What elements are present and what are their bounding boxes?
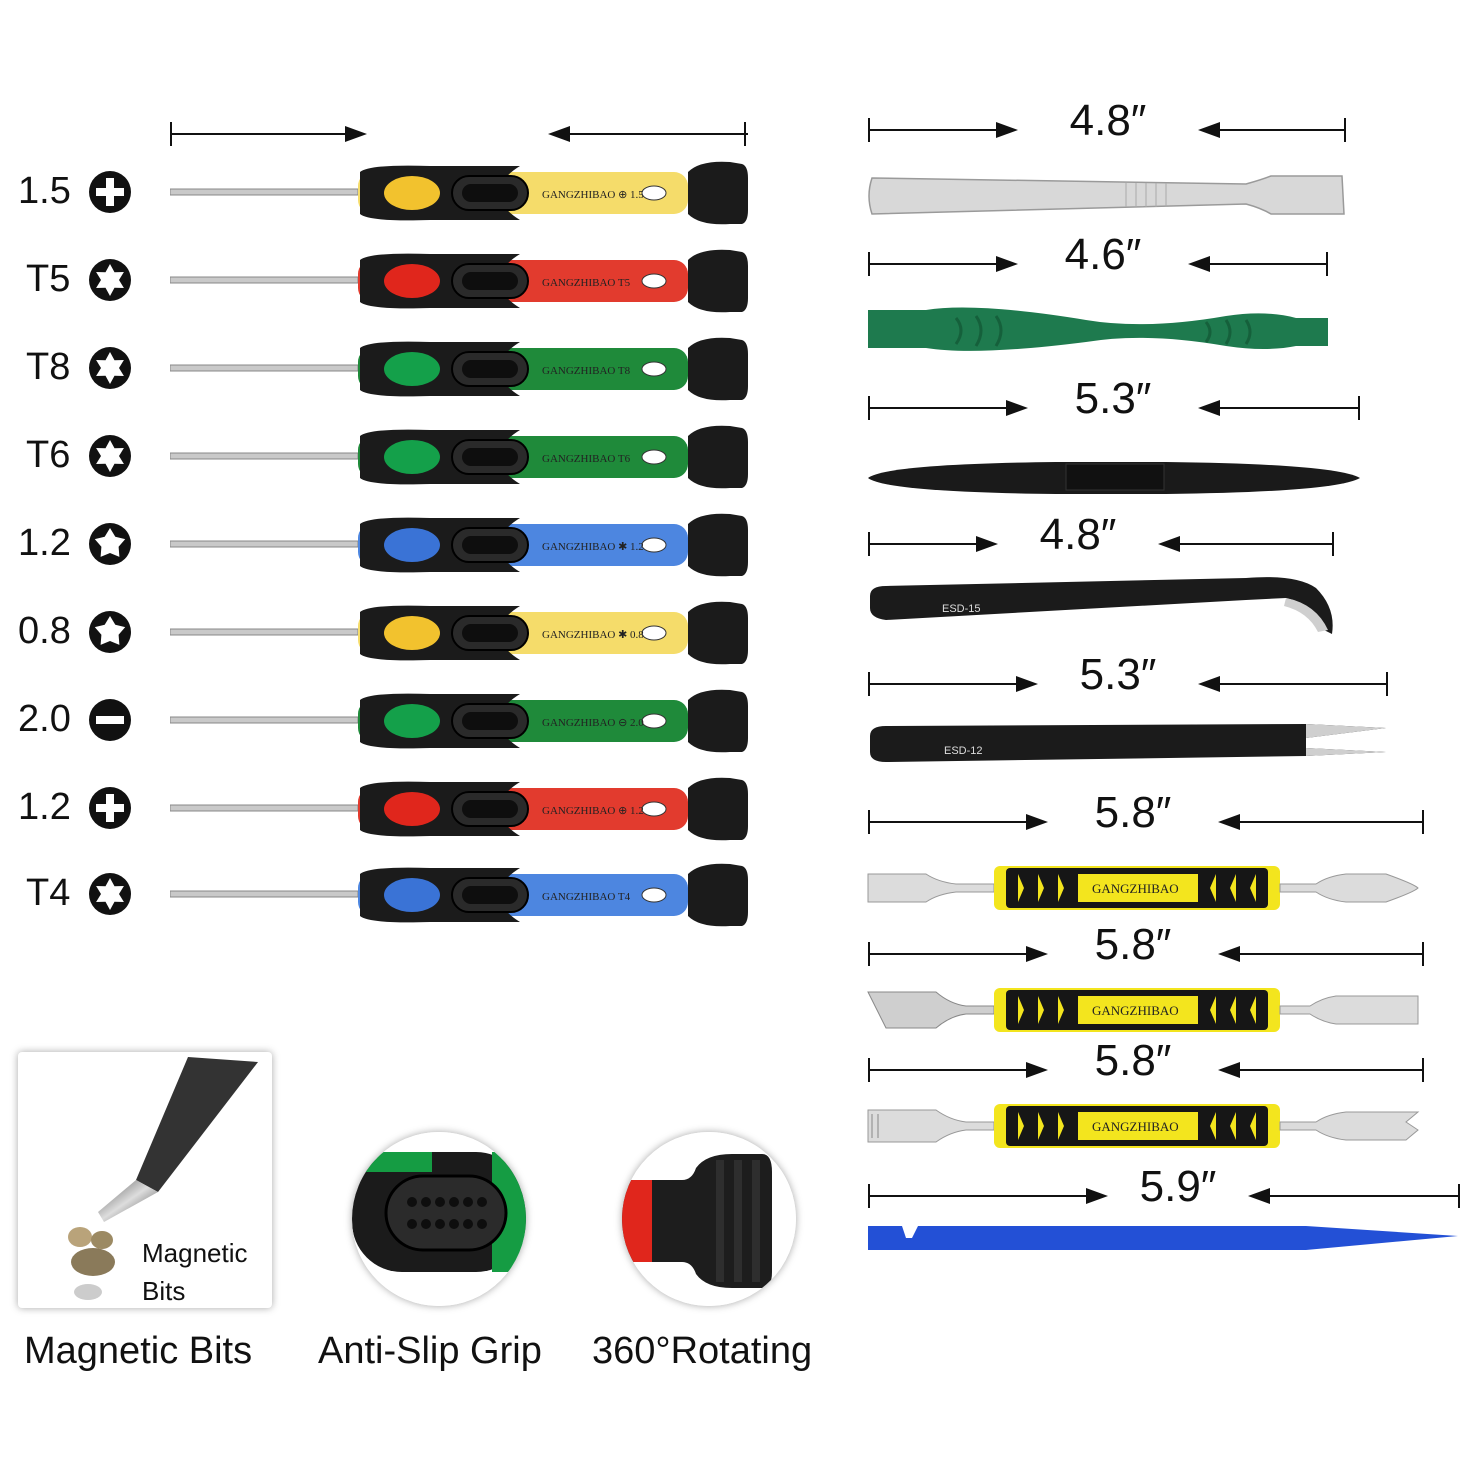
pentalobe-bit-icon (88, 522, 132, 566)
tool-length-measure: 5.8″ (868, 1036, 1424, 1090)
tweezers-marking: ESD-12 (944, 745, 983, 757)
bit-size-label: T4 (26, 872, 71, 914)
slotted-bit-icon (88, 698, 132, 742)
magnetic-inset-line-1: Magnetic (142, 1238, 248, 1268)
bit-size-label: 1.2 (18, 522, 71, 564)
tool-length-measure: 5.3″ (868, 650, 1388, 704)
tool-length-label: 4.8″ (1069, 96, 1147, 145)
metal-spudger (866, 174, 1346, 223)
bit-size-label: T6 (26, 434, 71, 476)
blue-pry-bar (866, 1222, 1462, 1259)
screwdriver-brand-text: GANGZHIBAO ⊕ 1.2 (542, 805, 644, 817)
torx-bit-icon (88, 258, 132, 302)
bit-size-label: T8 (26, 346, 71, 388)
screwdriver: GANGZHIBAO ⊖ 2.0 (169, 686, 750, 756)
bit-size-label: 0.8 (18, 610, 71, 652)
screwdriver: GANGZHIBAO T4 (169, 860, 750, 930)
tool-length-measure: 5.8″ (868, 920, 1424, 974)
rotating-cap-card (622, 1132, 796, 1306)
tool-length-label: 5.8″ (1094, 920, 1172, 969)
anti-slip-grip-card (352, 1132, 526, 1306)
screwdriver-brand-text: GANGZHIBAO T5 (542, 277, 631, 289)
straight-tweezers: ESD-12 (866, 716, 1390, 777)
screwdriver-brand-text: GANGZHIBAO ✱ 0.8 (542, 629, 644, 641)
bit-size-label: T5 (26, 258, 71, 300)
screwdriver: GANGZHIBAO ✱ 0.8 (169, 598, 750, 668)
tool-length-label: 5.8″ (1094, 1036, 1172, 1085)
tool-length-label: 5.8″ (1094, 788, 1172, 837)
screwdriver-brand-text: GANGZHIBAO ⊖ 2.0 (542, 717, 644, 729)
tool-length-measure: 4.6″ (868, 230, 1328, 284)
torx-bit-icon (88, 346, 132, 390)
grip-image (352, 1132, 526, 1306)
caption-360-rotating: 360°Rotating (592, 1330, 813, 1372)
torx-bit-icon (88, 872, 132, 916)
dual-spudger-notched: GANGZHIBAO (866, 1100, 1426, 1157)
phillips-bit-icon (88, 170, 132, 214)
torx-bit-icon (88, 434, 132, 478)
caption-anti-slip-grip: Anti-Slip Grip (318, 1330, 542, 1372)
magnetic-inset-line-2: Bits (142, 1276, 186, 1306)
pentalobe-bit-icon (88, 610, 132, 654)
phillips-bit-icon (88, 786, 132, 830)
bit-size-label: 1.2 (18, 786, 71, 828)
dual-spudger-angled-flat: GANGZHIBAO (866, 984, 1426, 1041)
tool-length-label: 5.9″ (1139, 1162, 1217, 1211)
tool-length-label: 4.6″ (1064, 230, 1142, 279)
curved-tweezers: ESD-15 (866, 568, 1336, 645)
tweezers-marking: ESD-15 (942, 603, 981, 615)
screwdriver: GANGZHIBAO T8 (169, 334, 750, 404)
rotating-cap-image (622, 1132, 796, 1306)
bit-size-label: 1.5 (18, 170, 71, 212)
screwdriver-brand-text: GANGZHIBAO T8 (542, 365, 631, 377)
screwdriver: GANGZHIBAO ⊕ 1.5 (169, 158, 750, 228)
tool-length-measure: 4.8″ (868, 510, 1334, 564)
screwdriver-brand-text: GANGZHIBAO ✱ 1.2 (542, 541, 644, 553)
screwdriver-brand-text: GANGZHIBAO T6 (542, 453, 631, 465)
black-spudger (866, 454, 1362, 507)
green-pry-tool (866, 300, 1330, 361)
screwdriver-brand-text: GANGZHIBAO T4 (542, 891, 631, 903)
caption-magnetic-bits: Magnetic Bits (24, 1330, 253, 1372)
tool-length-label: 5.3″ (1079, 650, 1157, 699)
tool-length-label: 5.3″ (1074, 374, 1152, 423)
tool-length-label: 4.8″ (1039, 510, 1117, 559)
spudger-brand-text: GANGZHIBAO (1092, 1003, 1179, 1018)
screwdriver: GANGZHIBAO ⊕ 1.2 (169, 774, 750, 844)
screwdriver: GANGZHIBAO ✱ 1.2 (169, 510, 750, 580)
tool-length-measure: 5.3″ (868, 374, 1360, 428)
magnetic-bits-card: Magnetic Bits (18, 1052, 272, 1308)
screwdriver: GANGZHIBAO T6 (169, 422, 750, 492)
dual-spudger-flat-round: GANGZHIBAO (866, 862, 1426, 919)
magnetic-bits-image (68, 1057, 258, 1300)
bit-size-label: 2.0 (18, 698, 71, 740)
spudger-brand-text: GANGZHIBAO (1092, 881, 1179, 896)
tool-length-measure: 5.8″ (868, 788, 1424, 842)
spudger-brand-text: GANGZHIBAO (1092, 1119, 1179, 1134)
screwdriver-length-measure (170, 114, 750, 154)
screwdriver: GANGZHIBAO T5 (169, 246, 750, 316)
tool-length-measure: 5.9″ (868, 1162, 1460, 1216)
tool-length-measure: 4.8″ (868, 96, 1346, 150)
screwdriver-brand-text: GANGZHIBAO ⊕ 1.5 (542, 189, 644, 201)
